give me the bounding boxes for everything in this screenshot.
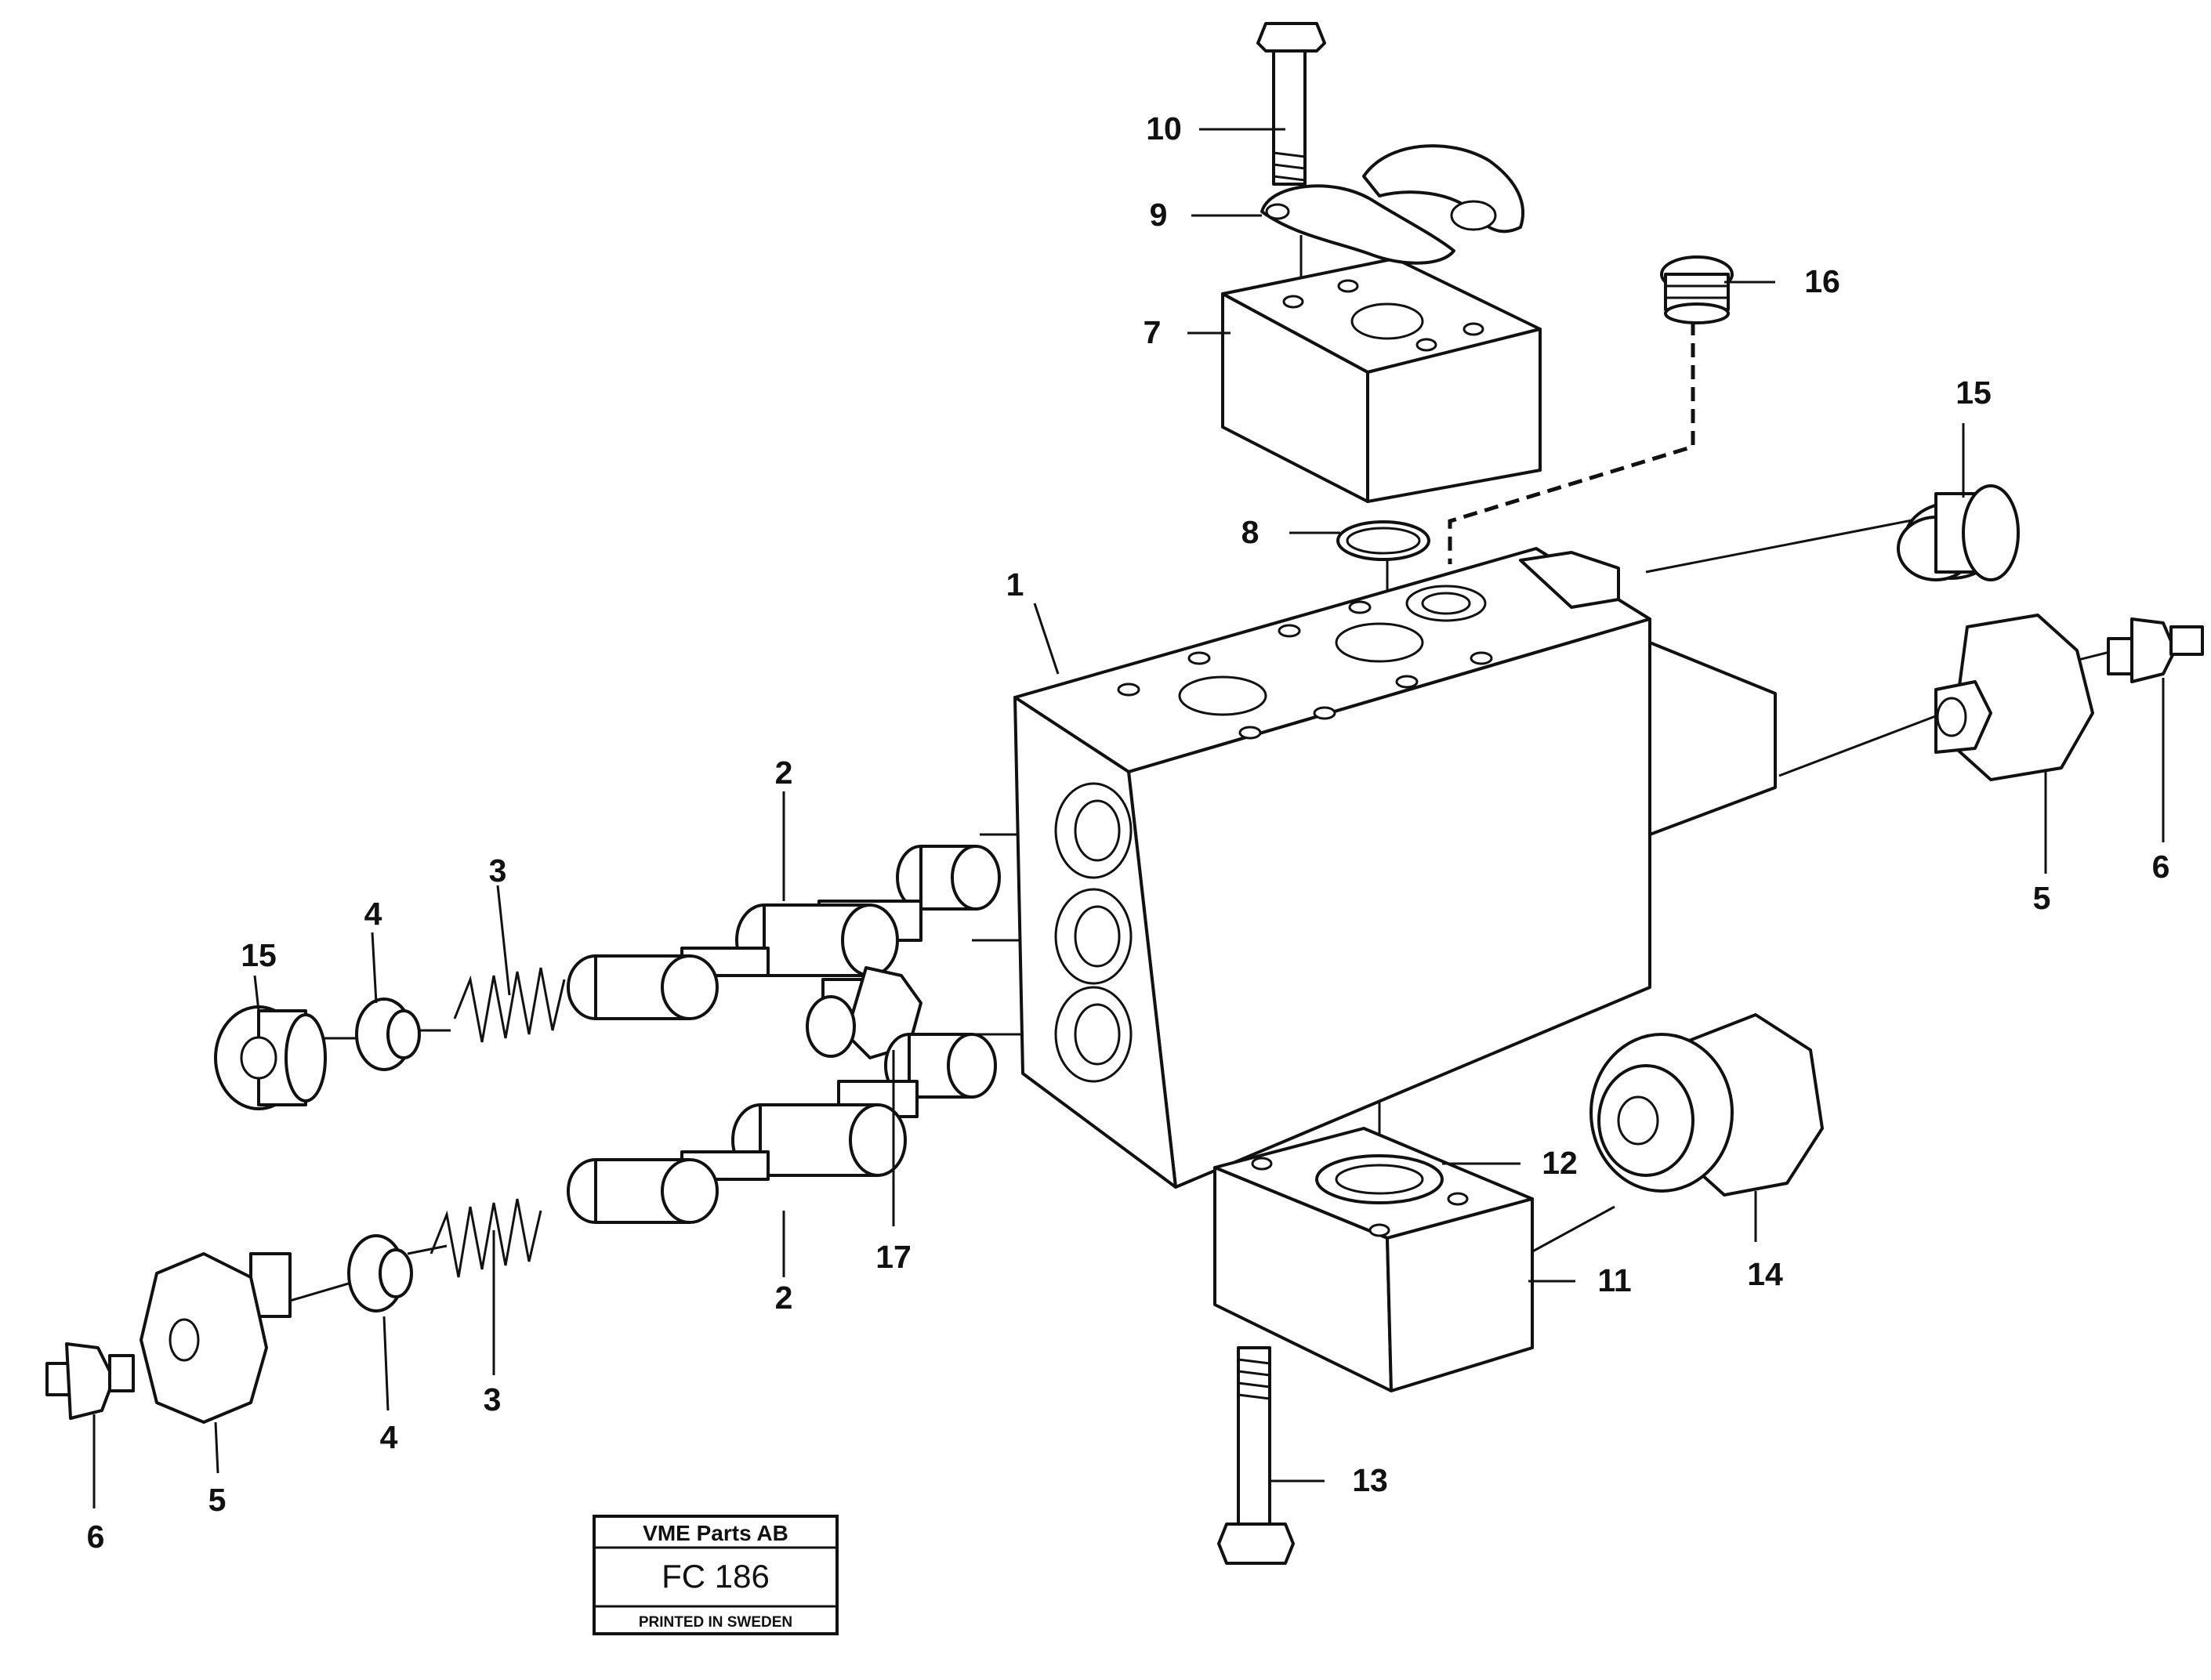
label-4-lower: 4 [380,1419,398,1455]
o-ring-part-8 [1336,520,1430,561]
nipple-part-6-right [2107,617,2204,683]
title-block-code: FC 186 [661,1558,770,1595]
nut-part-5-right [1934,614,2094,781]
label-1: 1 [1006,567,1024,603]
label-4-upper: 4 [364,896,382,932]
bolt-part-13 [1217,1346,1295,1565]
part-labels: 1 2 2 3 3 4 4 5 5 6 6 7 8 9 10 11 12 13 … [87,110,2170,1555]
fitting-part-14 [1589,1013,1824,1197]
label-3-upper: 3 [489,853,507,889]
nipple-part-6-lower [45,1342,135,1420]
label-7: 7 [1144,314,1162,350]
nipple-part-17 [806,966,922,1059]
plug-part-16 [1660,255,1734,324]
label-8: 8 [1241,514,1260,550]
leader-lines [92,128,2165,1508]
plug-part-15-right [1897,484,2020,581]
label-15-left: 15 [241,937,277,973]
label-3-lower: 3 [484,1381,502,1418]
label-6-lower: 6 [87,1519,105,1555]
label-11: 11 [1597,1262,1631,1298]
spool-part-2-lower [567,1033,997,1224]
label-13: 13 [1352,1462,1388,1498]
label-5-lower: 5 [208,1482,227,1518]
label-9: 9 [1150,197,1168,233]
top-block-part-7 [1221,257,1542,503]
label-17: 17 [875,1239,912,1275]
spring-part-3-upper [453,967,566,1043]
spring-part-3-lower [430,1198,542,1278]
label-2-lower: 2 [775,1280,793,1316]
label-2-upper: 2 [775,755,793,791]
bolt-part-10 [1256,22,1326,186]
label-16: 16 [1804,263,1840,299]
label-6-right: 6 [2152,849,2170,885]
clamp-part-9 [1260,144,1525,265]
washer-part-4-lower [347,1234,413,1312]
label-10: 10 [1146,110,1182,147]
title-block-company: VME Parts AB [643,1521,788,1545]
label-15-right: 15 [1955,375,1992,411]
valve-body-part-1 [1013,547,1777,1189]
washer-part-4-upper [355,998,421,1071]
label-12: 12 [1542,1145,1578,1181]
plug-part-15-left [214,1005,327,1110]
label-14: 14 [1747,1256,1783,1292]
title-block-printed: PRINTED IN SWEDEN [639,1614,792,1631]
lower-block-part-11 [1213,1127,1534,1392]
spool-part-2-upper [567,845,1001,1020]
title-block: VME Parts AB FC 186 PRINTED IN SWEDEN [593,1515,839,1635]
label-5-right: 5 [2033,880,2051,916]
nut-part-5-lower [140,1252,292,1424]
